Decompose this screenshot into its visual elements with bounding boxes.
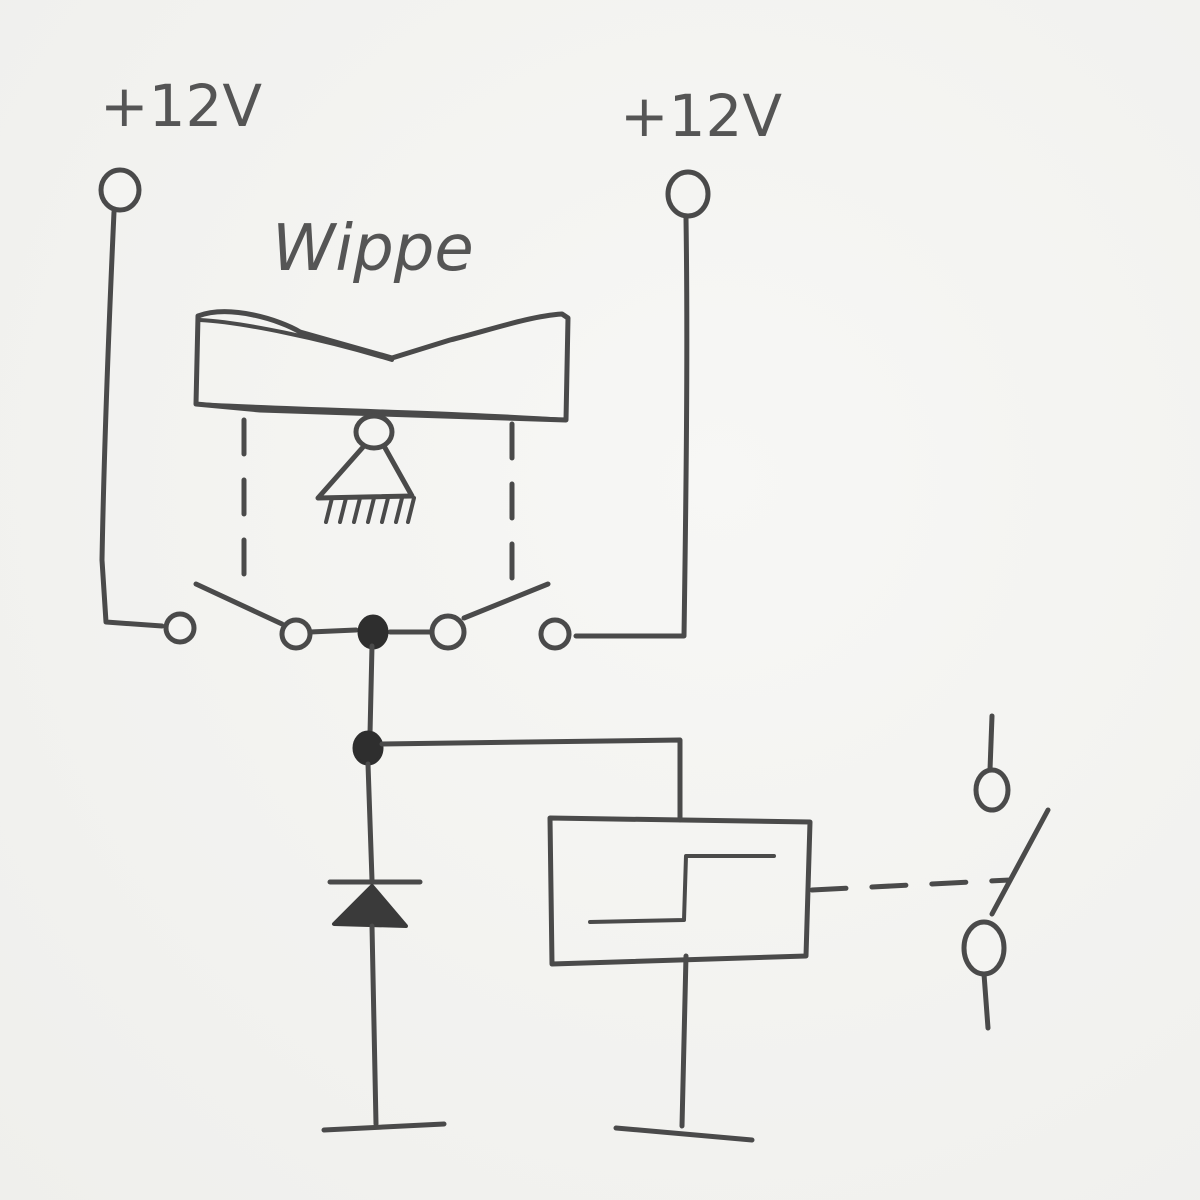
pivot-point — [353, 413, 395, 451]
pivot-fulcrum — [315, 413, 416, 524]
left-supply-terminal — [98, 167, 142, 213]
relay-contact — [961, 713, 1051, 1031]
relay-coil-symbol — [588, 854, 776, 924]
relay-linkage — [809, 877, 1013, 893]
supply-label-left: +12V — [100, 72, 262, 140]
right-supply-wire — [538, 169, 711, 651]
junction-node — [352, 730, 384, 766]
left-switch-contact — [163, 611, 197, 645]
freewheel-diode — [327, 761, 423, 1127]
ground-right — [613, 1125, 755, 1143]
switch-blade-right — [461, 581, 551, 621]
ground-left — [321, 1121, 447, 1133]
switch-blade-left — [193, 581, 285, 627]
relay-contact-terminal-top — [973, 767, 1011, 813]
supply-label-right: +12V — [620, 82, 782, 150]
relay-contact-blade — [989, 807, 1051, 917]
relay-contact-terminal-bottom — [961, 919, 1007, 977]
left-supply-wire — [98, 167, 197, 645]
common-contact-right — [429, 613, 467, 651]
rocker-actuator — [193, 309, 571, 423]
common-contact-left — [279, 617, 313, 651]
relay-feed-wire — [379, 737, 683, 823]
rocker-label: Wippe — [272, 212, 474, 286]
relay-coil — [547, 815, 813, 1129]
right-supply-terminal — [665, 169, 711, 219]
right-switch-contact — [538, 617, 572, 651]
switch-common-node — [357, 614, 389, 650]
